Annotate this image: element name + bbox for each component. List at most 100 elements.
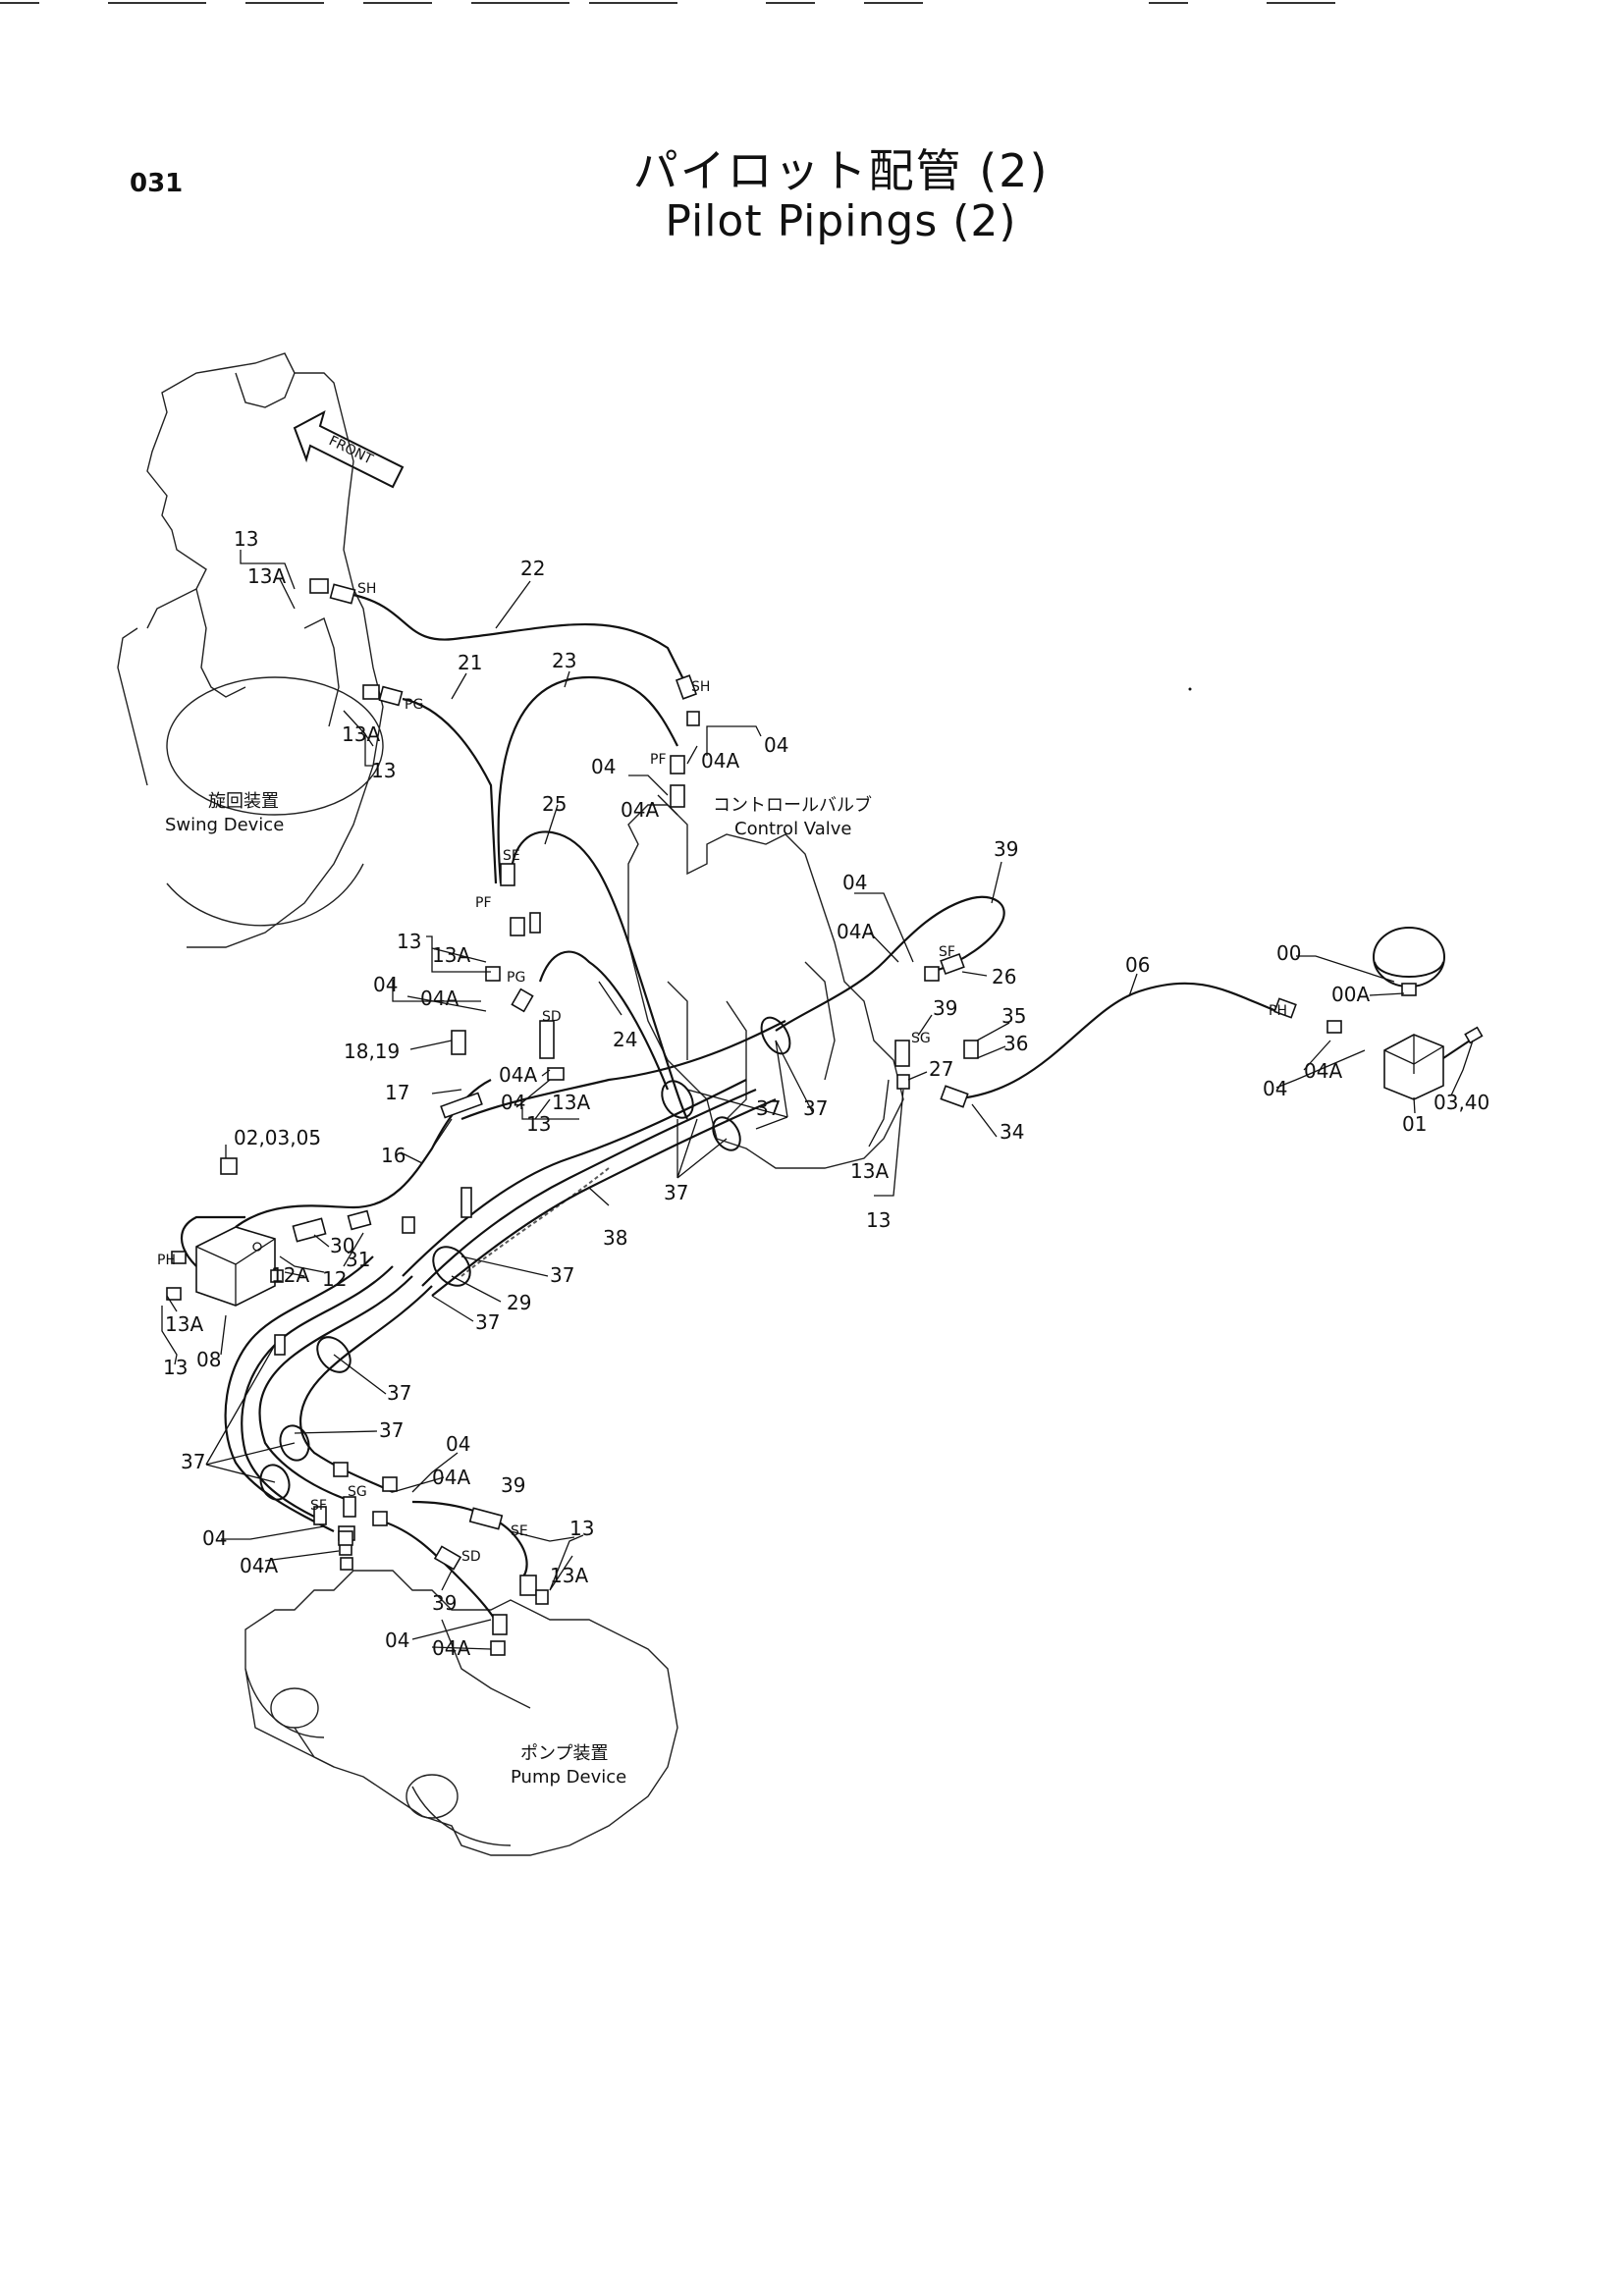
control-valve-label-jp: コントロールバルブ xyxy=(713,794,872,816)
part-label: 04 xyxy=(202,1526,227,1550)
top-rule xyxy=(1149,2,1188,4)
top-rule xyxy=(1267,2,1335,4)
part-label: 21 xyxy=(458,651,482,674)
page-title-jp: パイロット配管 (2) xyxy=(632,144,1050,197)
part-label: 04A xyxy=(1304,1059,1342,1083)
part-label: 37 xyxy=(379,1418,404,1442)
clamps xyxy=(259,1016,969,1501)
fittings xyxy=(166,578,1342,1656)
page-title-en: Pilot Pipings (2) xyxy=(665,196,1017,246)
part-label: 04A xyxy=(420,987,459,1010)
part-label: 36 xyxy=(1003,1032,1028,1055)
part-label: 37 xyxy=(550,1263,574,1287)
pump-device-label-en: Pump Device xyxy=(511,1767,626,1788)
port-tag-pf: PF xyxy=(650,752,667,768)
port-tag-sg: SG xyxy=(348,1484,367,1500)
part-label: 04A xyxy=(499,1063,537,1087)
part-label: 16 xyxy=(381,1144,406,1167)
part-label: 13 xyxy=(371,759,396,782)
part-label: 13A xyxy=(552,1091,590,1114)
part-label: 04A xyxy=(621,798,659,822)
port-tag-pg: PG xyxy=(405,697,423,713)
top-rule xyxy=(766,2,815,4)
part-label: 23 xyxy=(552,649,576,672)
port-tag-se: SE xyxy=(503,848,520,864)
port-tag-ph: PH xyxy=(1269,1003,1287,1019)
part-labels: 13 13A 22 21 23 13A 13 04 04A 04 04A 25 … xyxy=(163,527,1489,1660)
part-label: 37 xyxy=(756,1096,781,1120)
part-label: 13 xyxy=(569,1517,594,1540)
part-label: 13 xyxy=(526,1112,551,1136)
port-tag-sd: SD xyxy=(542,1009,562,1025)
pump-device-label-jp: ポンプ装置 xyxy=(520,1743,608,1764)
part-label: 04 xyxy=(501,1091,525,1114)
top-rule xyxy=(108,2,206,4)
top-rule xyxy=(589,2,677,4)
control-valve-outline xyxy=(627,804,904,1169)
port-tag-sf: SF xyxy=(939,944,955,960)
part-label: 13 xyxy=(397,930,421,953)
part-label: 04 xyxy=(385,1629,409,1652)
part-label: 13A xyxy=(550,1564,588,1587)
part-label: 13A xyxy=(165,1312,203,1336)
port-tag-se: SE xyxy=(511,1523,528,1539)
part-label: 13A xyxy=(850,1159,889,1183)
part-label: 04A xyxy=(837,920,875,943)
part-label: 30 xyxy=(330,1234,354,1257)
part-label: 39 xyxy=(994,837,1018,861)
port-tags: SH PG SH PF SE PF PG SD SF SG PH PH SF S… xyxy=(157,581,1287,1565)
top-rule xyxy=(0,2,39,4)
part-label: 04A xyxy=(701,749,739,773)
part-label: 35 xyxy=(1001,1004,1026,1028)
part-label: 39 xyxy=(501,1473,525,1497)
port-tag-sd: SD xyxy=(461,1549,481,1565)
accumulator xyxy=(1373,927,1445,996)
part-label: 12 xyxy=(322,1267,347,1291)
leader-lines xyxy=(161,550,1474,1650)
port-tag-pf: PF xyxy=(475,895,492,911)
part-label: 26 xyxy=(992,965,1016,988)
part-label: 27 xyxy=(929,1057,953,1081)
control-valve-label-en: Control Valve xyxy=(734,819,851,839)
part-label: 13 xyxy=(163,1356,188,1379)
port-tag-sg: SG xyxy=(911,1031,931,1046)
part-label: 38 xyxy=(603,1226,627,1250)
part-label: 01 xyxy=(1402,1112,1427,1136)
front-arrow: FRONT xyxy=(293,410,405,489)
part-label: 25 xyxy=(542,792,567,816)
part-label: 04 xyxy=(1263,1077,1287,1100)
part-label: 39 xyxy=(933,996,957,1020)
part-label: 37 xyxy=(181,1450,205,1473)
part-label: 13 xyxy=(234,527,258,551)
part-label: 37 xyxy=(664,1181,688,1204)
part-label: 37 xyxy=(387,1381,411,1405)
part-label: 24 xyxy=(613,1028,637,1051)
part-label: 29 xyxy=(507,1291,531,1314)
part-label: 13A xyxy=(342,722,380,746)
part-label: 02,03,05 xyxy=(234,1126,321,1149)
swing-device-label-en: Swing Device xyxy=(165,815,284,835)
hoses xyxy=(181,593,1277,1630)
valve-block-08 xyxy=(195,1226,276,1307)
part-label: 04 xyxy=(764,733,788,757)
top-rule xyxy=(363,2,432,4)
port-tag-sh: SH xyxy=(357,581,376,597)
part-label: 18,19 xyxy=(344,1040,400,1063)
top-rule xyxy=(864,2,923,4)
top-rule xyxy=(471,2,569,4)
part-label: 22 xyxy=(520,557,545,580)
part-label: 06 xyxy=(1125,953,1150,977)
part-label: 37 xyxy=(803,1096,828,1120)
part-label: 04 xyxy=(446,1432,470,1456)
part-label: 00 xyxy=(1276,941,1301,965)
part-label: 31 xyxy=(346,1248,370,1271)
part-label: 13 xyxy=(866,1208,891,1232)
part-label: 17 xyxy=(385,1081,409,1104)
part-label: 37 xyxy=(475,1310,500,1334)
device-captions: 旋回装置 Swing Device コントロールバルブ Control Valv… xyxy=(165,791,872,1788)
part-label: 13A xyxy=(247,564,286,588)
part-label: 04A xyxy=(432,1636,470,1660)
top-rule xyxy=(245,2,324,4)
part-label: 04 xyxy=(373,973,398,996)
